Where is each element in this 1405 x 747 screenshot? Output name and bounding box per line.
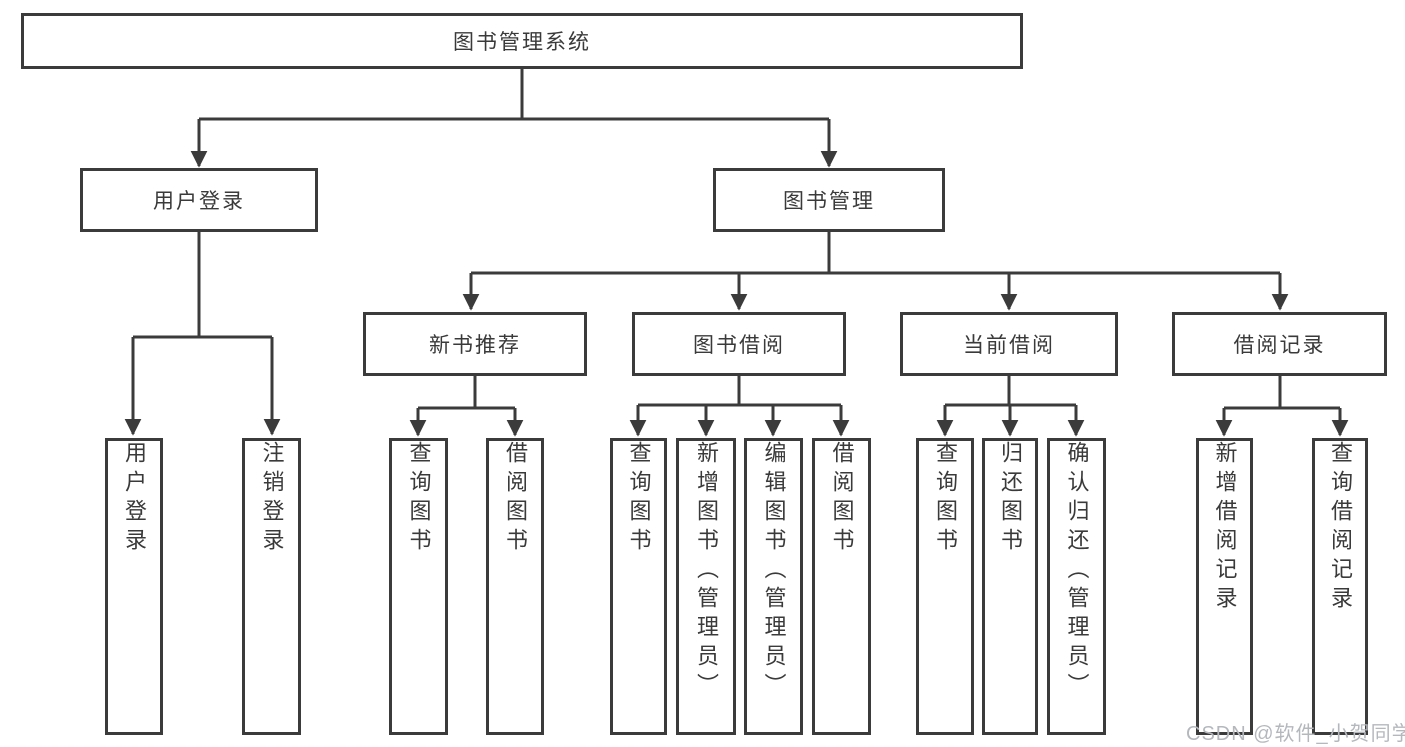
node-label: 查询图书 xyxy=(933,441,958,557)
node-label: 借阅记录 xyxy=(1233,334,1326,357)
connector-current-borrow-to-children xyxy=(936,376,1085,437)
node-label: 编辑图书（管理员） xyxy=(761,441,787,702)
node-user-login-leaf: 用户登录 xyxy=(105,438,163,735)
node-query-books-current: 查询图书 xyxy=(916,438,974,735)
node-label: 确认归还（管理员） xyxy=(1064,441,1090,702)
node-confirm-return-admin: 确认归还（管理员） xyxy=(1047,438,1106,735)
node-label: 用户登录 xyxy=(153,190,245,213)
node-book-borrow: 图书借阅 xyxy=(632,312,846,376)
connector-book-borrow-to-children xyxy=(629,376,850,437)
node-add-books-admin: 新增图书（管理员） xyxy=(676,438,736,735)
node-query-books-borrow: 查询图书 xyxy=(610,438,667,735)
node-user-login: 用户登录 xyxy=(80,168,318,232)
node-label: 新增借阅记录 xyxy=(1212,441,1238,615)
node-logout: 注销登录 xyxy=(242,438,301,735)
connector-book-management-to-level3 xyxy=(462,232,1289,311)
node-current-borrow: 当前借阅 xyxy=(900,312,1118,376)
node-label: 当前借阅 xyxy=(963,334,1055,357)
node-label: 借阅图书 xyxy=(503,441,528,557)
node-borrow-books: 借阅图书 xyxy=(812,438,871,735)
node-borrow-record: 借阅记录 xyxy=(1172,312,1387,376)
node-label: 借阅图书 xyxy=(829,441,855,557)
connector-root-to-level2 xyxy=(190,69,838,168)
node-label: 图书管理 xyxy=(783,190,875,213)
connector-new-book-to-children xyxy=(409,376,524,437)
node-label: 新书推荐 xyxy=(429,334,521,357)
node-query-borrow-record: 查询借阅记录 xyxy=(1312,438,1368,735)
connector-user-login-to-children xyxy=(124,232,281,436)
node-query-books-recommend: 查询图书 xyxy=(389,438,448,735)
node-library-management-system: 图书管理系统 xyxy=(21,13,1023,69)
node-borrow-books-recommend: 借阅图书 xyxy=(486,438,544,735)
node-book-management: 图书管理 xyxy=(713,168,945,232)
node-add-borrow-record: 新增借阅记录 xyxy=(1196,438,1253,735)
csdn-watermark: CSDN @软件_小贺同学 xyxy=(1186,723,1405,745)
node-label: 查询借阅记录 xyxy=(1328,441,1353,615)
node-label: 图书管理系统 xyxy=(453,31,591,54)
node-label: 图书借阅 xyxy=(693,334,785,357)
node-label: 用户登录 xyxy=(122,441,147,557)
connector-borrow-record-to-children xyxy=(1215,376,1349,437)
node-label: 查询图书 xyxy=(626,441,652,557)
node-label: 新增图书（管理员） xyxy=(694,441,719,702)
node-return-books: 归还图书 xyxy=(982,438,1038,735)
node-new-book-recommend: 新书推荐 xyxy=(363,312,587,376)
node-label: 注销登录 xyxy=(259,441,285,557)
node-label: 归还图书 xyxy=(998,441,1023,557)
node-label: 查询图书 xyxy=(406,441,432,557)
node-edit-books-admin: 编辑图书（管理员） xyxy=(744,438,803,735)
